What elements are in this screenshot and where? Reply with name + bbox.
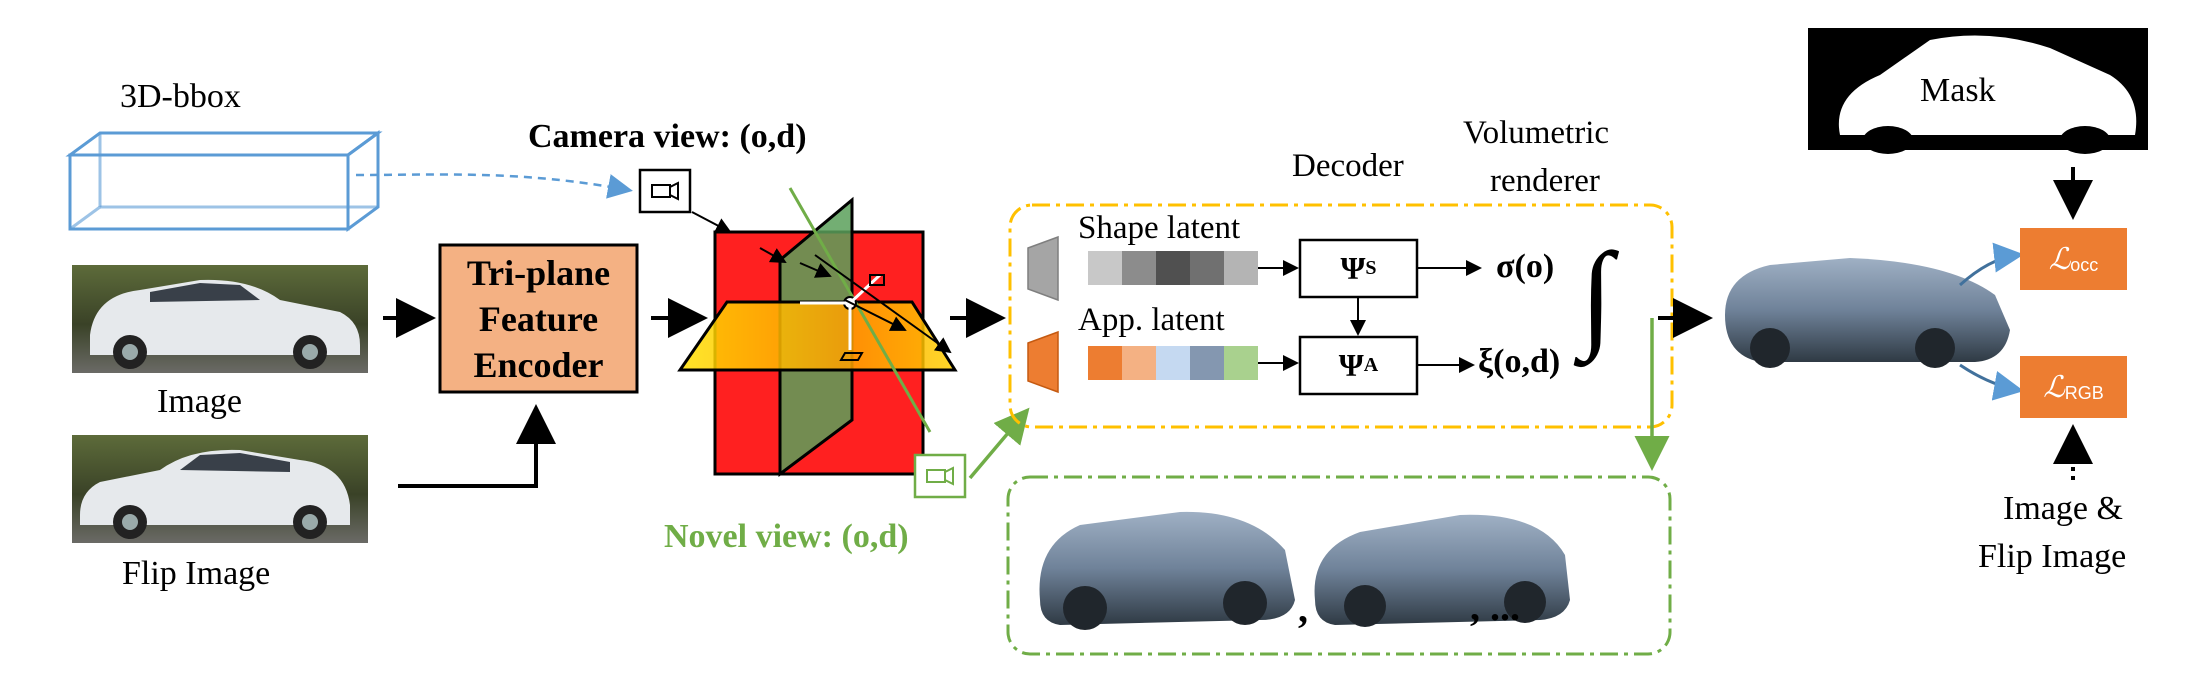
xi-label: ξ(o,d) xyxy=(1478,343,1561,380)
encoder-label: Tri-plane Feature Encoder xyxy=(466,252,611,385)
novel-view-panel xyxy=(1006,475,1672,656)
integral-symbol: ∫ xyxy=(1580,228,1613,361)
shape-latent-label: Shape latent xyxy=(1078,210,1241,246)
shape-latent-cell xyxy=(1088,251,1122,285)
app-latent-cell xyxy=(1190,346,1224,380)
shape-latent-vector xyxy=(1088,251,1258,285)
render-to-occ-arrow xyxy=(1958,242,2024,287)
novel-camera-icon xyxy=(913,453,967,499)
encoder-box xyxy=(438,243,639,394)
psi-s-box xyxy=(1298,238,1419,299)
shape-latent-cell xyxy=(1156,251,1190,285)
app-latent-label: App. latent xyxy=(1078,302,1225,338)
app-latent-cell xyxy=(1088,346,1122,380)
shape-latent-cell xyxy=(1224,251,1258,285)
triplane-visual xyxy=(677,187,958,477)
comma-separator: , xyxy=(1298,586,1308,631)
app-latent-vector xyxy=(1088,346,1258,380)
camera-view-label: Camera view: (o,d) xyxy=(528,118,807,155)
novel-view-arrow xyxy=(968,407,1030,480)
image-label: Image xyxy=(157,383,242,420)
app-latent-cell xyxy=(1122,346,1156,380)
gt-flip-image-label: Flip Image xyxy=(1978,538,2127,575)
novel-view-label: Novel view: (o,d) xyxy=(664,518,909,555)
input-image xyxy=(72,265,368,373)
shape-encoder-head xyxy=(1027,235,1059,302)
bbox-3d xyxy=(65,130,383,232)
gt-image-label: Image & xyxy=(2003,490,2123,527)
flip-image-label: Flip Image xyxy=(122,555,271,592)
volumetric-label: Volumetric xyxy=(1463,115,1610,151)
render-to-rgb-arrow xyxy=(1959,363,2024,401)
ellipsis-separator: , ... xyxy=(1470,584,1520,629)
renderer-label: renderer xyxy=(1490,163,1600,199)
mask-label: Mask xyxy=(1920,72,1996,109)
novel-car-1 xyxy=(1039,511,1295,630)
app-encoder-head xyxy=(1027,330,1059,394)
mask-image xyxy=(1808,28,2148,154)
bbox-label: 3D-bbox xyxy=(120,78,241,115)
decoder-label: Decoder xyxy=(1292,148,1404,184)
rendered-car xyxy=(1725,258,2010,368)
flip-image xyxy=(72,435,368,543)
app-latent-cell xyxy=(1224,346,1258,380)
flip-to-encoder-arrow xyxy=(398,404,556,488)
shape-latent-cell xyxy=(1122,251,1156,285)
shape-latent-cell xyxy=(1190,251,1224,285)
sigma-label: σ(o) xyxy=(1496,248,1555,285)
bbox-to-camera-arrow xyxy=(355,173,633,199)
camera-icon xyxy=(638,168,732,233)
novel-car-2 xyxy=(1314,514,1570,627)
app-latent-cell xyxy=(1156,346,1190,380)
